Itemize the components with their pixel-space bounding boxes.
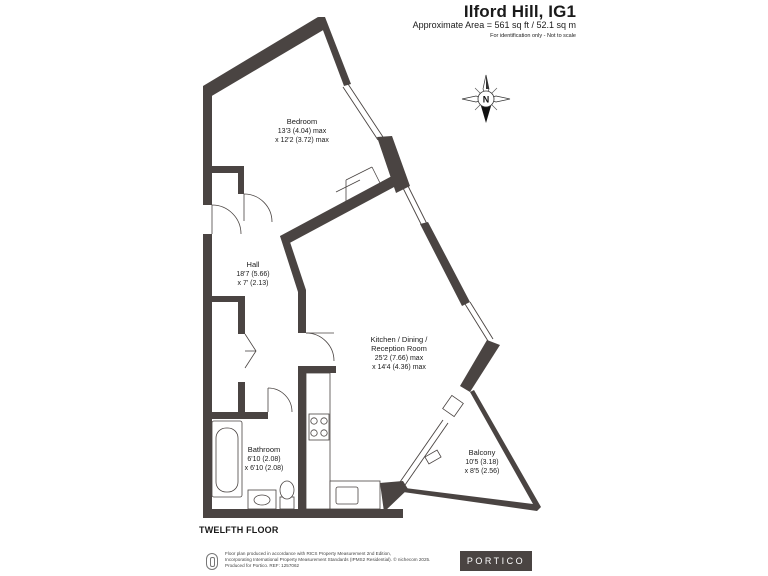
room-bathroom: Bathroom 6'10 (2.08) x 6'10 (2.08) (245, 445, 284, 472)
room-name: Kitchen / Dining / (371, 335, 429, 344)
interior-walls (212, 166, 396, 518)
room-dimension: x 7' (2.13) (238, 280, 269, 287)
sink-icon (335, 486, 359, 505)
room-dimension: 25'2 (7.66) max (375, 355, 424, 362)
approximate-area: Approximate Area = 561 sq ft / 52.1 sq m (412, 20, 576, 30)
room-bedroom: Bedroom 13'3 (4.04) max x 12'2 (3.72) ma… (275, 117, 329, 144)
floor-label: TWELFTH FLOOR (199, 525, 279, 535)
kitchen-counter (305, 372, 331, 510)
room-dimension: 13'3 (4.04) max (278, 128, 327, 135)
rics-seal-icon (206, 553, 218, 570)
room-dimension: x 14'4 (4.36) max (372, 364, 426, 371)
room-dimension: x 8'5 (2.56) (465, 468, 500, 475)
identification-note: For identification only - Not to scale (490, 33, 576, 39)
disclaimer-line: Floor plan produced in accordance with R… (225, 551, 391, 556)
room-name: Bathroom (248, 445, 281, 454)
room-name: Reception Room (371, 344, 427, 353)
disclaimer-line: Incorporating International Property Mea… (225, 557, 431, 562)
room-balcony: Balcony 10'5 (3.18) x 8'5 (2.56) (465, 448, 500, 475)
fixtures (211, 372, 464, 510)
room-dimension: 6'10 (2.08) (247, 456, 280, 463)
hob-icon (308, 413, 330, 441)
disclaimer-line: Produced for Portico. REF: 1257062 (225, 563, 300, 568)
property-title: Ilford Hill, IG1 (463, 2, 576, 21)
room-dimension: x 6'10 (2.08) (245, 465, 284, 472)
disclaimer: Floor plan produced in accordance with R… (225, 551, 465, 569)
room-name: Hall (247, 260, 260, 269)
room-kitchen-dining-reception: Kitchen / Dining / Reception Room 25'2 (… (371, 335, 429, 371)
portico-logo: PORTICO (460, 551, 532, 571)
room-hall: Hall 18'7 (5.66) x 7' (2.13) (236, 260, 269, 287)
room-dimension: 18'7 (5.66) (236, 271, 269, 278)
room-dimension: 10'5 (3.18) (465, 459, 498, 466)
room-dimension: x 12'2 (3.72) max (275, 137, 329, 144)
room-name: Balcony (469, 448, 496, 457)
compass-icon: N (461, 74, 511, 123)
room-name: Bedroom (287, 117, 317, 126)
compass-north-label: N (483, 95, 490, 105)
glazing (342, 83, 494, 486)
doors (211, 166, 381, 413)
